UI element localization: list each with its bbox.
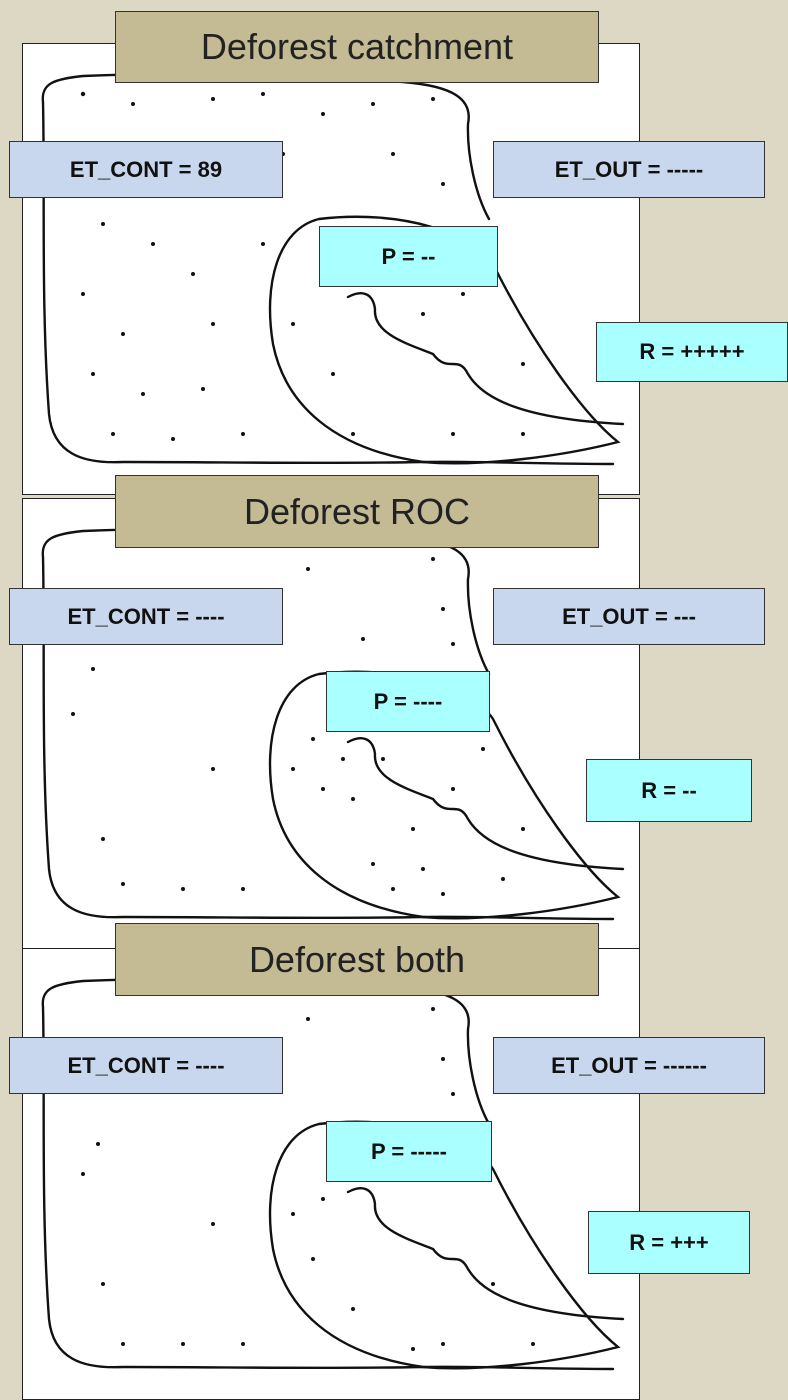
et-out-label: ET_OUT = --- <box>493 588 765 645</box>
et-cont-label: ET_CONT = 89 <box>9 141 283 198</box>
river-line <box>346 737 625 871</box>
river-line <box>346 292 625 426</box>
vegetation-dots <box>81 1007 535 1351</box>
panel-title: Deforest catchment <box>115 11 599 83</box>
precipitation-label: P = ----- <box>326 1121 492 1182</box>
runoff-label: R = +++ <box>588 1211 750 1274</box>
both-sketch <box>41 977 625 1371</box>
et-cont-label: ET_CONT = ---- <box>9 588 283 645</box>
precipitation-label: P = ---- <box>326 671 490 732</box>
vegetation-dots <box>71 557 525 896</box>
panel-deforest-roc: Deforest ROC ET_CONT = ---- ET_OUT = ---… <box>9 475 765 950</box>
runoff-label: R = -- <box>586 759 752 822</box>
et-cont-label: ET_CONT = ---- <box>9 1037 283 1094</box>
panel-deforest-both: Deforest both ET_CONT = ---- ET_OUT = --… <box>9 923 765 1400</box>
et-out-label: ET_OUT = ----- <box>493 141 765 198</box>
vegetation-dots <box>80 91 525 441</box>
et-out-label: ET_OUT = ------ <box>493 1037 765 1094</box>
river-line <box>346 1187 625 1321</box>
panel-deforest-catchment: Deforest catchment ET_CONT = 89 ET_OUT =… <box>9 11 788 495</box>
panel-title: Deforest both <box>115 923 599 996</box>
panel-title: Deforest ROC <box>115 475 599 548</box>
precipitation-label: P = -- <box>319 226 498 287</box>
runoff-label: R = +++++ <box>596 322 788 382</box>
